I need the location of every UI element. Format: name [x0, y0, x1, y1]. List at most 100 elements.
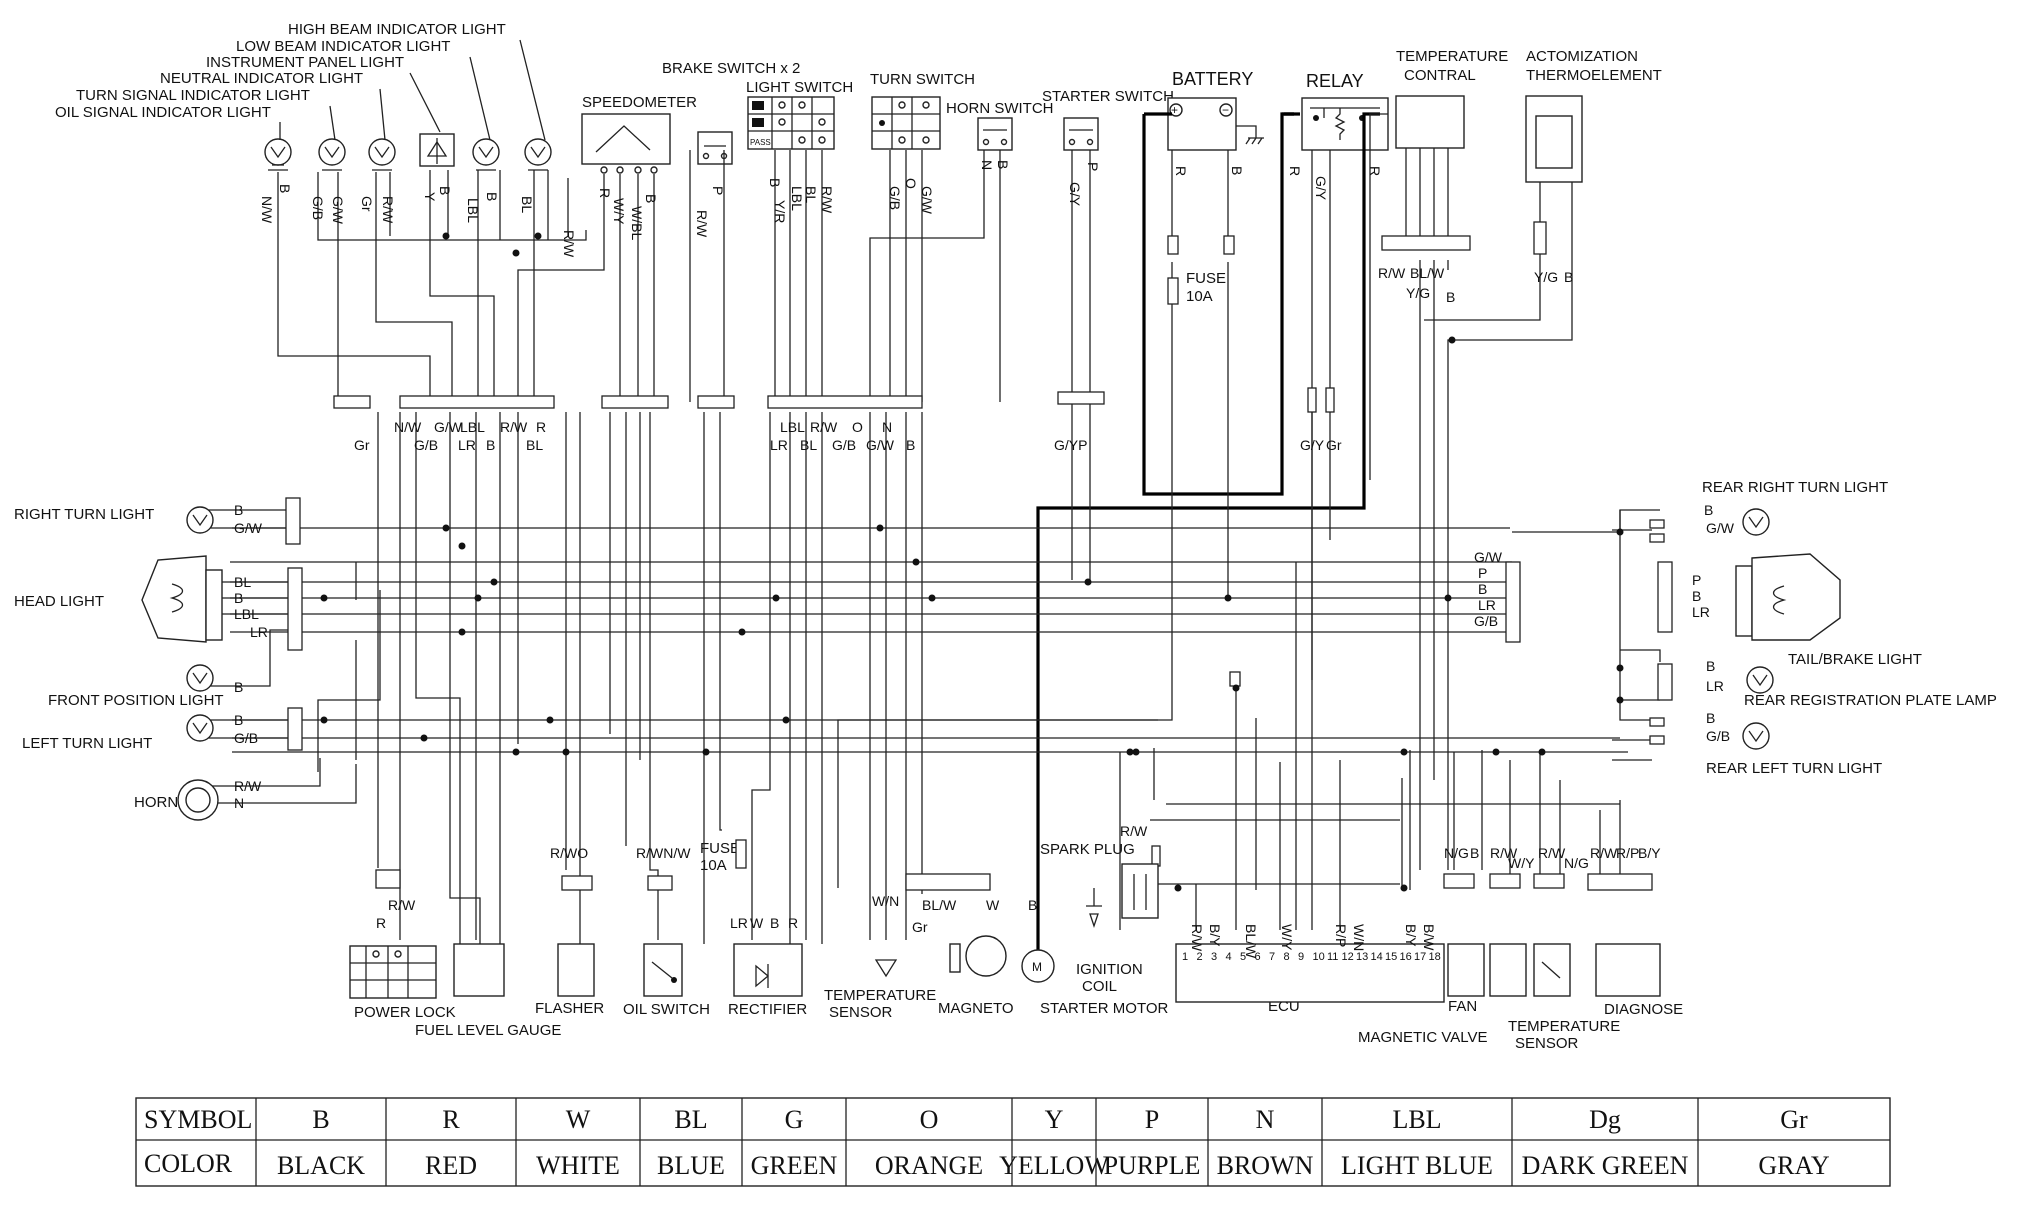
wire-color-label: B: [1478, 581, 1487, 597]
wire-color-label: W/Y: [1279, 924, 1295, 951]
wire-color-label: O: [903, 178, 919, 189]
label-speedometer: SPEEDOMETER: [582, 94, 697, 111]
right-turn-light-bulb: [186, 506, 214, 534]
wire-color-label: O: [852, 419, 863, 435]
wire-color-label: R/W: [234, 778, 262, 794]
fuel-gauge-box: [453, 943, 505, 997]
wire-color-label: B: [1706, 710, 1715, 726]
bottom-components: M: [349, 863, 1661, 1003]
front-position-light-bulb: [186, 664, 214, 692]
label-diagnose: DIAGNOSE: [1604, 1001, 1683, 1018]
ecu-pin: 17: [1414, 951, 1426, 963]
wire-color-label: BL: [526, 437, 543, 453]
turn-switch: [871, 96, 941, 150]
wire-color-label: N/W: [394, 419, 422, 435]
diagnose-box: [1595, 943, 1661, 997]
wire-color-label: N: [234, 795, 244, 811]
label-brake-switch: BRAKE SWITCH x 2: [662, 60, 800, 77]
legend-symbol: P: [1145, 1105, 1159, 1134]
label-front-position-light: FRONT POSITION LIGHT: [48, 692, 224, 709]
ecu-pin: 12: [1342, 951, 1354, 963]
wire-color-label: G/B: [234, 730, 258, 746]
legend-color: GRAY: [1758, 1151, 1830, 1180]
starter-switch: [1063, 117, 1099, 151]
wire-color-label: LR: [250, 624, 268, 640]
wire-color-label: G/W: [1706, 520, 1735, 536]
wire-color-label: Y: [422, 192, 438, 202]
wire-color-label: B: [1692, 588, 1701, 604]
ecu-pin: 13: [1356, 951, 1368, 963]
wire-color-label: BL/W: [922, 897, 957, 913]
wire-color-label: R/W: [380, 196, 396, 224]
wire-color-label: Gr: [359, 196, 375, 212]
wire-color-label: LR: [1478, 597, 1496, 613]
wire-color-label: B/Y: [1207, 924, 1223, 947]
wire-color-label: LR: [458, 437, 476, 453]
wire-color-label: Gr: [354, 437, 370, 453]
wire-color-label: G/W: [434, 419, 463, 435]
wire-color-label: P: [1085, 162, 1101, 171]
wire-color-label: R/W: [1378, 265, 1406, 281]
label-rear-registration-lamp: REAR REGISTRATION PLATE LAMP: [1744, 692, 1997, 709]
legend-color: RED: [425, 1151, 477, 1180]
label-tail-brake-light: TAIL/BRAKE LIGHT: [1788, 651, 1922, 668]
ecu-box: [1175, 943, 1445, 1003]
wire-color-label: B: [643, 194, 659, 203]
ecu-pin: 14: [1371, 951, 1383, 963]
wire-color-label: R/P: [1616, 845, 1639, 861]
wire-color-label: B: [277, 184, 293, 193]
ecu-pin: 6: [1255, 951, 1261, 963]
label-spark-plug: SPARK PLUG: [1040, 841, 1135, 858]
wire-color-label: G/W: [234, 520, 263, 536]
legend-symbol: LBL: [1392, 1105, 1441, 1134]
component-labels: HIGH BEAM INDICATOR LIGHT LOW BEAM INDIC…: [14, 21, 1997, 1052]
wire-color-label: N: [882, 419, 892, 435]
wire-color-label: Gr: [1326, 437, 1342, 453]
left-turn-light-bulb: [186, 714, 214, 742]
wire-color-label: B: [1229, 166, 1245, 175]
wire-color-label: B: [1704, 502, 1713, 518]
wire-color-label: B: [995, 160, 1011, 169]
wire-color-label: R/W: [500, 419, 528, 435]
label-oil-switch: OIL SWITCH: [623, 1001, 710, 1018]
wire-color-label: R/W: [1490, 845, 1518, 861]
wire-color-label: R/WO: [550, 845, 588, 861]
wire-color-label: R/WN/W: [636, 845, 691, 861]
rear-lights: [1735, 508, 1841, 750]
fan-box: [1447, 943, 1485, 997]
ecu-pin: 10: [1313, 951, 1325, 963]
wire-color-label: R: [536, 419, 546, 435]
wire-color-label: R: [1173, 166, 1189, 176]
wire-color-label: BL: [800, 437, 817, 453]
wire-color-label: R/W: [1538, 845, 1566, 861]
low-beam-indicator-bulb: [472, 138, 500, 171]
wire-color-label: N: [979, 160, 995, 170]
legend-symbol: Gr: [1780, 1105, 1808, 1134]
ecu-pin: 15: [1385, 951, 1397, 963]
label-turn-switch: TURN SWITCH: [870, 71, 975, 88]
wire-color-label: W/N: [1351, 924, 1367, 951]
ecu-pin: 2: [1197, 951, 1203, 963]
wire-color-label: LBL: [234, 606, 259, 622]
ecu-pin: 5: [1240, 951, 1246, 963]
legend-symbol: G: [785, 1105, 804, 1134]
label-starter-motor: STARTER MOTOR: [1040, 1000, 1169, 1017]
legend-symbol-header: SYMBOL: [144, 1105, 252, 1134]
label-low-beam-indicator: LOW BEAM INDICATOR LIGHT: [236, 38, 450, 55]
wire-color-label: G/B: [310, 196, 326, 220]
temp-sensor-right-box: [1533, 943, 1571, 997]
legend-symbol: O: [920, 1105, 939, 1134]
legend-symbol: Y: [1045, 1105, 1064, 1134]
label-magneto: MAGNETO: [938, 1000, 1014, 1017]
wire-color-label: B: [234, 712, 243, 728]
wire-color-label: LBL: [780, 419, 805, 435]
wire-color-label: LR: [1706, 678, 1724, 694]
wire-color-label: G/B: [887, 186, 903, 210]
battery: + −: [1167, 97, 1264, 151]
